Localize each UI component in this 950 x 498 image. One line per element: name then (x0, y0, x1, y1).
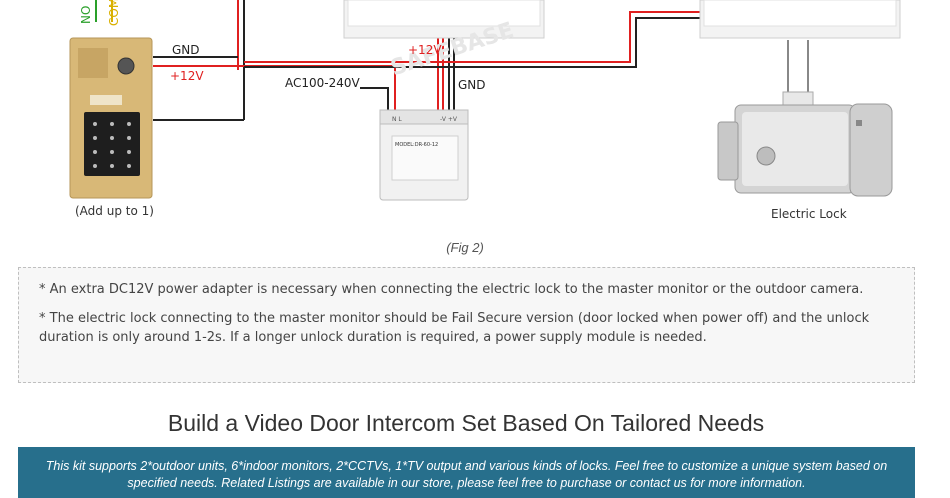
wire-label-plus12v-center: +12V (408, 43, 442, 57)
indoor-monitor-right-screen (703, 0, 897, 27)
psu-dc-terminals-label: -V +V (440, 116, 458, 123)
bus-wire-red (244, 11, 700, 63)
wires (95, 0, 809, 121)
wire-label-gnd-left: GND (172, 43, 200, 57)
outdoor-unit (69, 37, 153, 199)
wire-label-plus12v-left: +12V (170, 69, 204, 83)
psu-terminals-label: N L (392, 116, 402, 123)
section-title: Build a Video Door Intercom Set Based On… (167, 410, 765, 436)
banner-text: This kit supports 2*outdoor units, 6*ind… (45, 459, 888, 490)
electric-lock-label: Electric Lock (771, 207, 847, 221)
wire-label-gnd-center: GND (458, 78, 486, 92)
wire-label-no: NO (79, 6, 93, 24)
kit-info-banner: This kit supports 2*outdoor units, 6*ind… (18, 447, 915, 498)
ac-wire-black (360, 87, 389, 110)
power-supply-module: N L -V +V MODEL:DR-60-12 (379, 109, 469, 201)
wire-label-com: COM (107, 0, 121, 26)
figure-caption: (Fig 2) (446, 240, 484, 255)
indoor-monitor-center-screen (347, 0, 541, 27)
wire-label-ac-input: AC100-240V (285, 76, 361, 90)
note-power-adapter: * An extra DC12V power adapter is necess… (39, 282, 864, 297)
notes-box: * An extra DC12V power adapter is necess… (18, 267, 915, 383)
outdoor-unit-note: (Add up to 1) (75, 204, 154, 218)
bus-wire-black (244, 17, 700, 68)
wiring-diagram: N L -V +V MODEL:DR-60-12 SAFEBASE NO COM… (69, 0, 901, 221)
note-fail-secure: * The electric lock connecting to the ma… (39, 311, 870, 345)
electric-lock (717, 91, 893, 197)
psu-model-label: MODEL:DR-60-12 (395, 142, 438, 148)
